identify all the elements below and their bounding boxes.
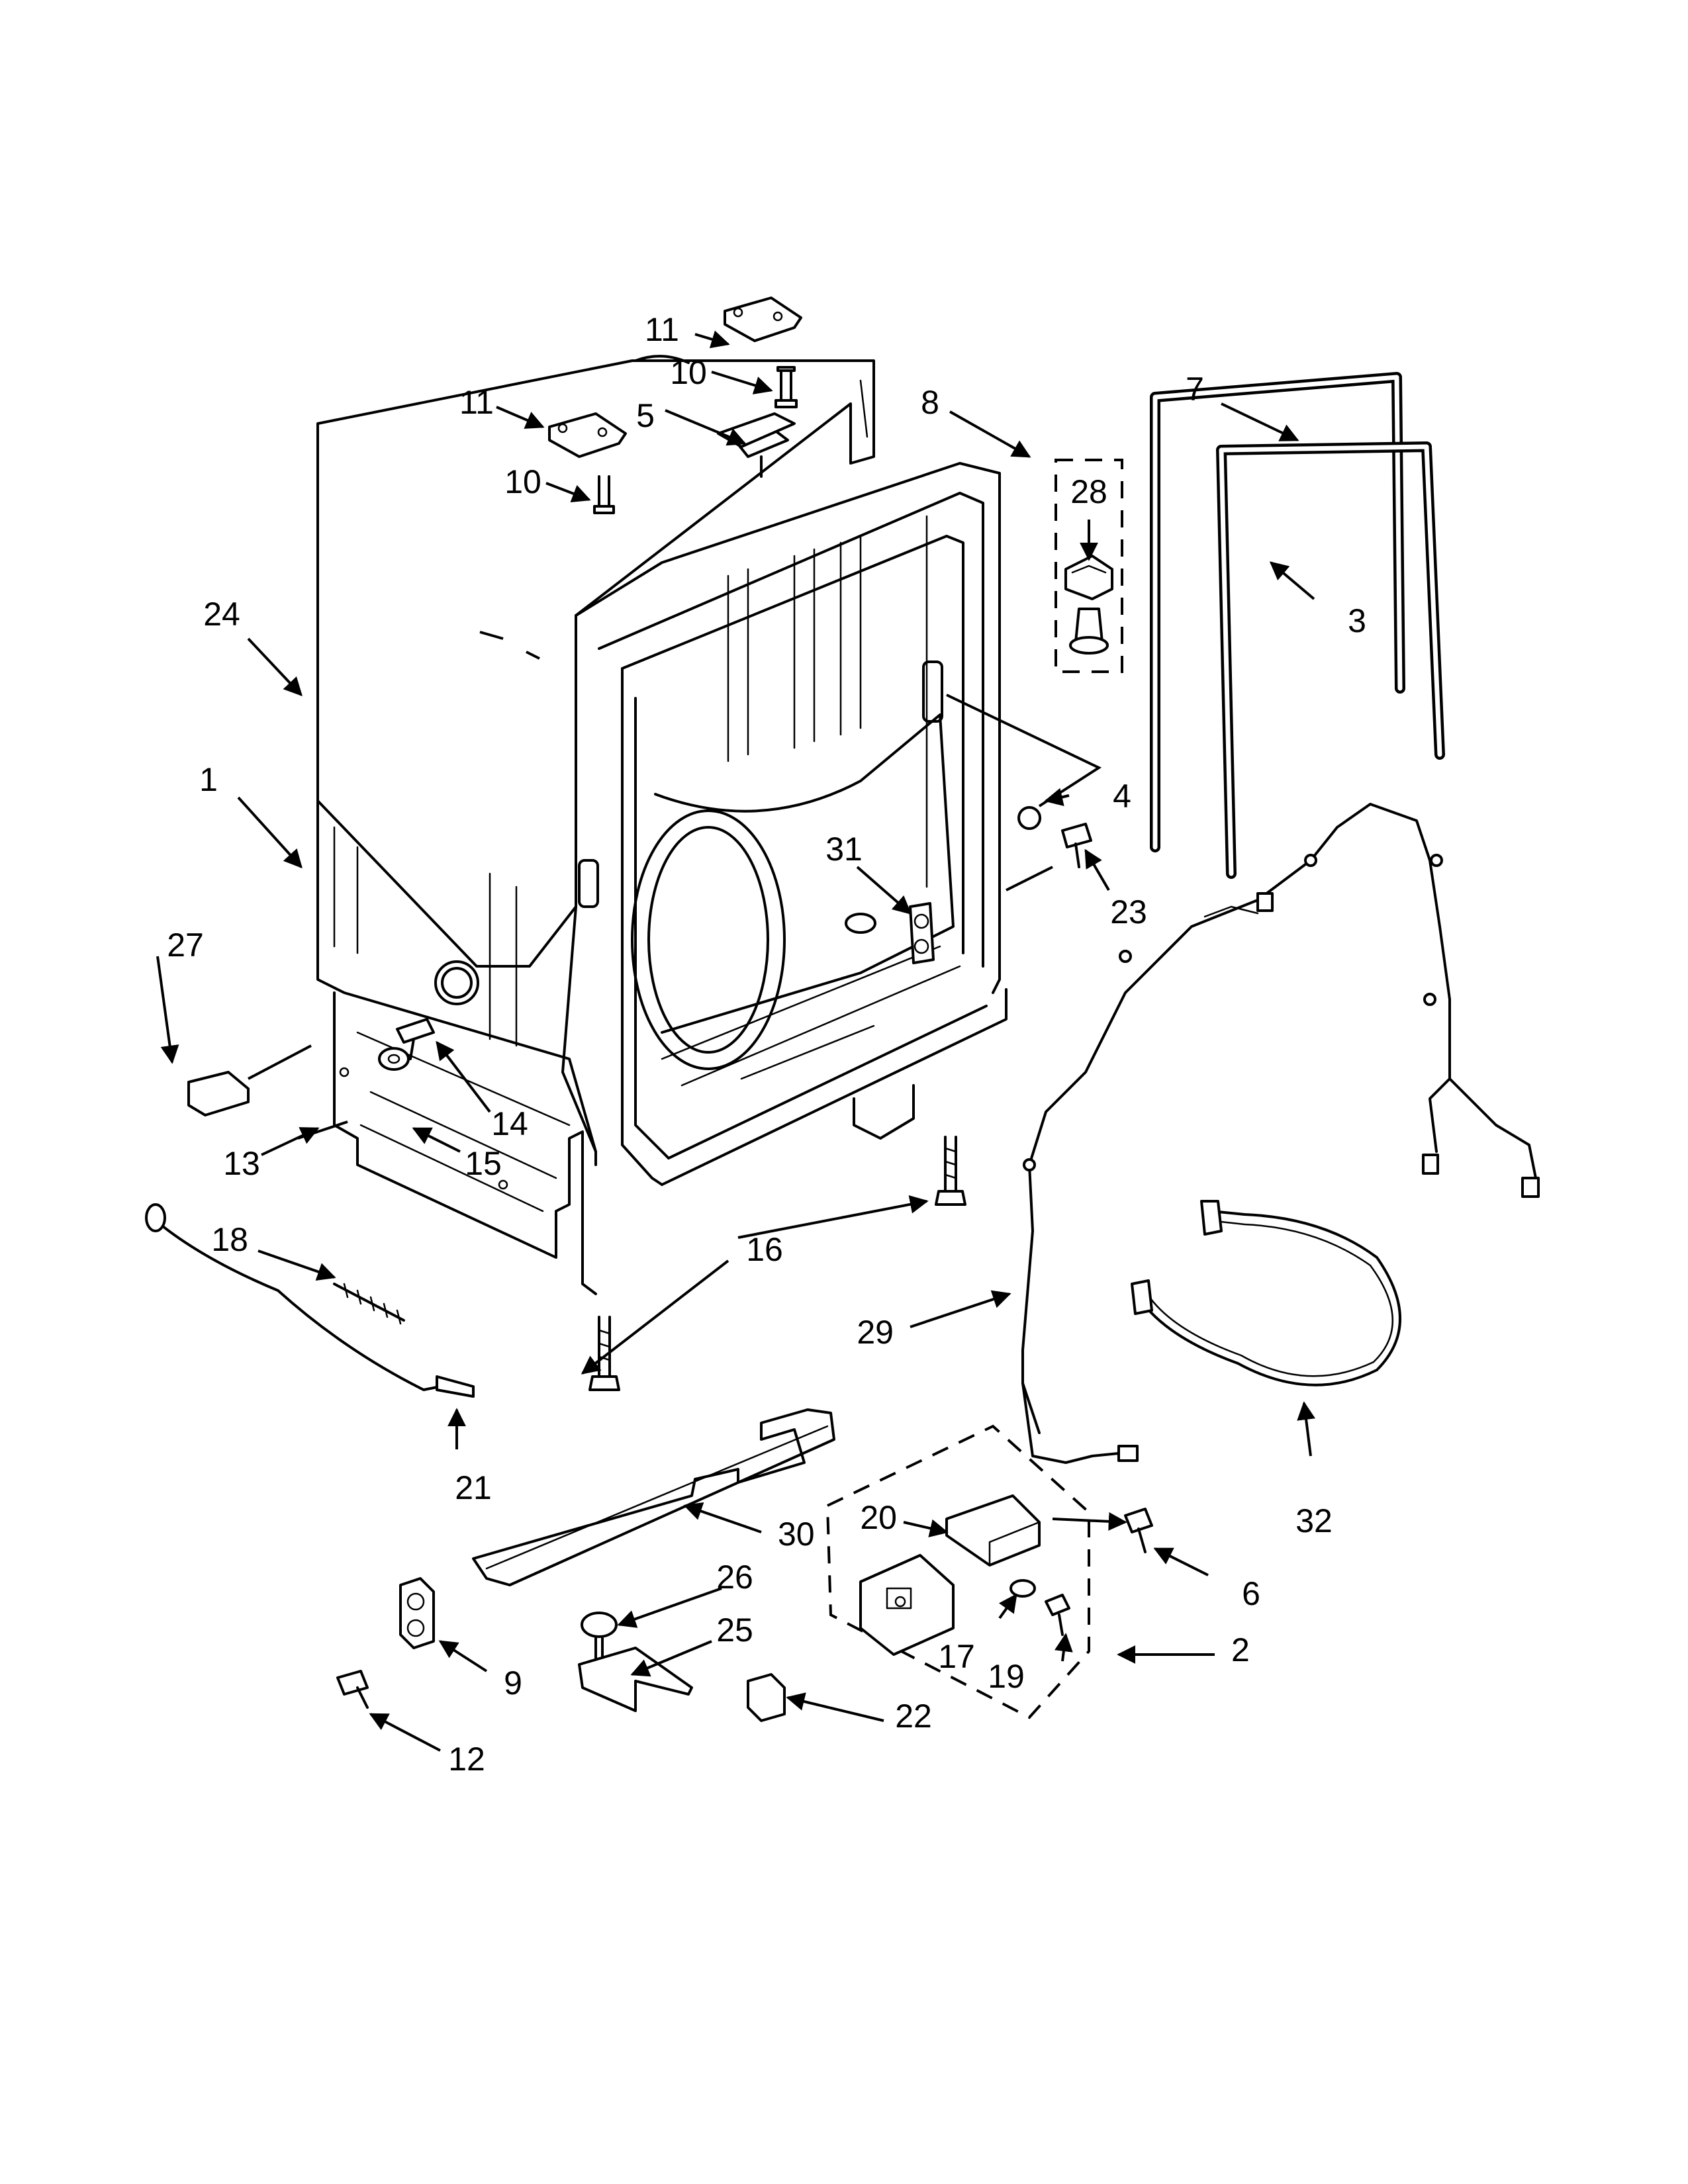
callout-2: 2 [1231, 1631, 1250, 1668]
callout-4: 4 [1113, 778, 1131, 815]
callout-6: 6 [1242, 1575, 1260, 1612]
callout-7: 7 [1186, 371, 1204, 408]
leveling-leg-b [588, 1316, 620, 1391]
screw-c [1006, 823, 1092, 891]
clip [187, 1044, 312, 1116]
plug [946, 694, 1102, 830]
leader-arrows [156, 330, 1316, 1752]
callout-30: 30 [778, 1516, 815, 1553]
callout-11b: 11 [459, 384, 494, 421]
callout-1: 1 [199, 761, 218, 798]
callout-15: 15 [465, 1145, 502, 1182]
callout-9: 9 [504, 1664, 522, 1702]
pivot-bracket [909, 902, 935, 964]
sensor [581, 1612, 618, 1659]
sensor-bracket [578, 1647, 693, 1712]
hinge-bracket-a [724, 296, 802, 342]
door-seal-inner [1216, 441, 1445, 879]
door-cable [145, 1203, 475, 1398]
callout-8: 8 [921, 384, 939, 421]
callout-12: 12 [448, 1741, 485, 1778]
callout-labels: 1 2 3 4 5 6 7 8 9 10 10 11 11 12 13 14 1… [167, 311, 1366, 1778]
callout-24: 24 [203, 596, 240, 633]
callout-16: 16 [746, 1231, 783, 1268]
callout-19: 19 [988, 1658, 1025, 1695]
callout-11a: 11 [645, 311, 679, 348]
callout-29: 29 [857, 1314, 894, 1351]
screw-d [1124, 1508, 1153, 1553]
callout-10b: 10 [504, 463, 541, 500]
door-gasket-outer [1150, 372, 1405, 852]
callout-17: 17 [938, 1638, 975, 1675]
hinge-bracket-b [548, 412, 627, 458]
spacer [399, 1577, 435, 1649]
callout-21: 21 [455, 1469, 492, 1506]
hose [1131, 1200, 1401, 1387]
callout-5: 5 [636, 397, 655, 434]
callout-13: 13 [223, 1145, 260, 1182]
bolt [396, 1018, 435, 1060]
callout-14: 14 [491, 1105, 528, 1142]
callout-32: 32 [1295, 1502, 1333, 1539]
callout-18: 18 [211, 1221, 248, 1258]
callout-22: 22 [895, 1698, 932, 1735]
callout-28: 28 [1070, 473, 1107, 510]
connector [747, 1673, 786, 1722]
callout-23: 23 [1110, 893, 1147, 931]
callout-3: 3 [1348, 602, 1366, 639]
wire-harness [1021, 803, 1540, 1464]
leveling-leg-a [935, 1136, 966, 1206]
screw-b [593, 475, 615, 514]
washer [297, 1047, 410, 1140]
callout-20: 20 [860, 1499, 897, 1536]
door-spring [333, 1283, 405, 1325]
callout-26: 26 [716, 1559, 753, 1596]
callout-10a: 10 [670, 354, 707, 391]
tub [316, 379, 1008, 1186]
bolt-b [336, 1670, 369, 1709]
screw-a [774, 366, 798, 408]
shield-plate [472, 1408, 835, 1586]
bracket-kit [825, 1424, 1090, 1719]
callout-25: 25 [716, 1612, 753, 1649]
insulation-blanket [316, 355, 875, 968]
callout-27: 27 [167, 927, 204, 964]
callout-31: 31 [825, 831, 863, 868]
